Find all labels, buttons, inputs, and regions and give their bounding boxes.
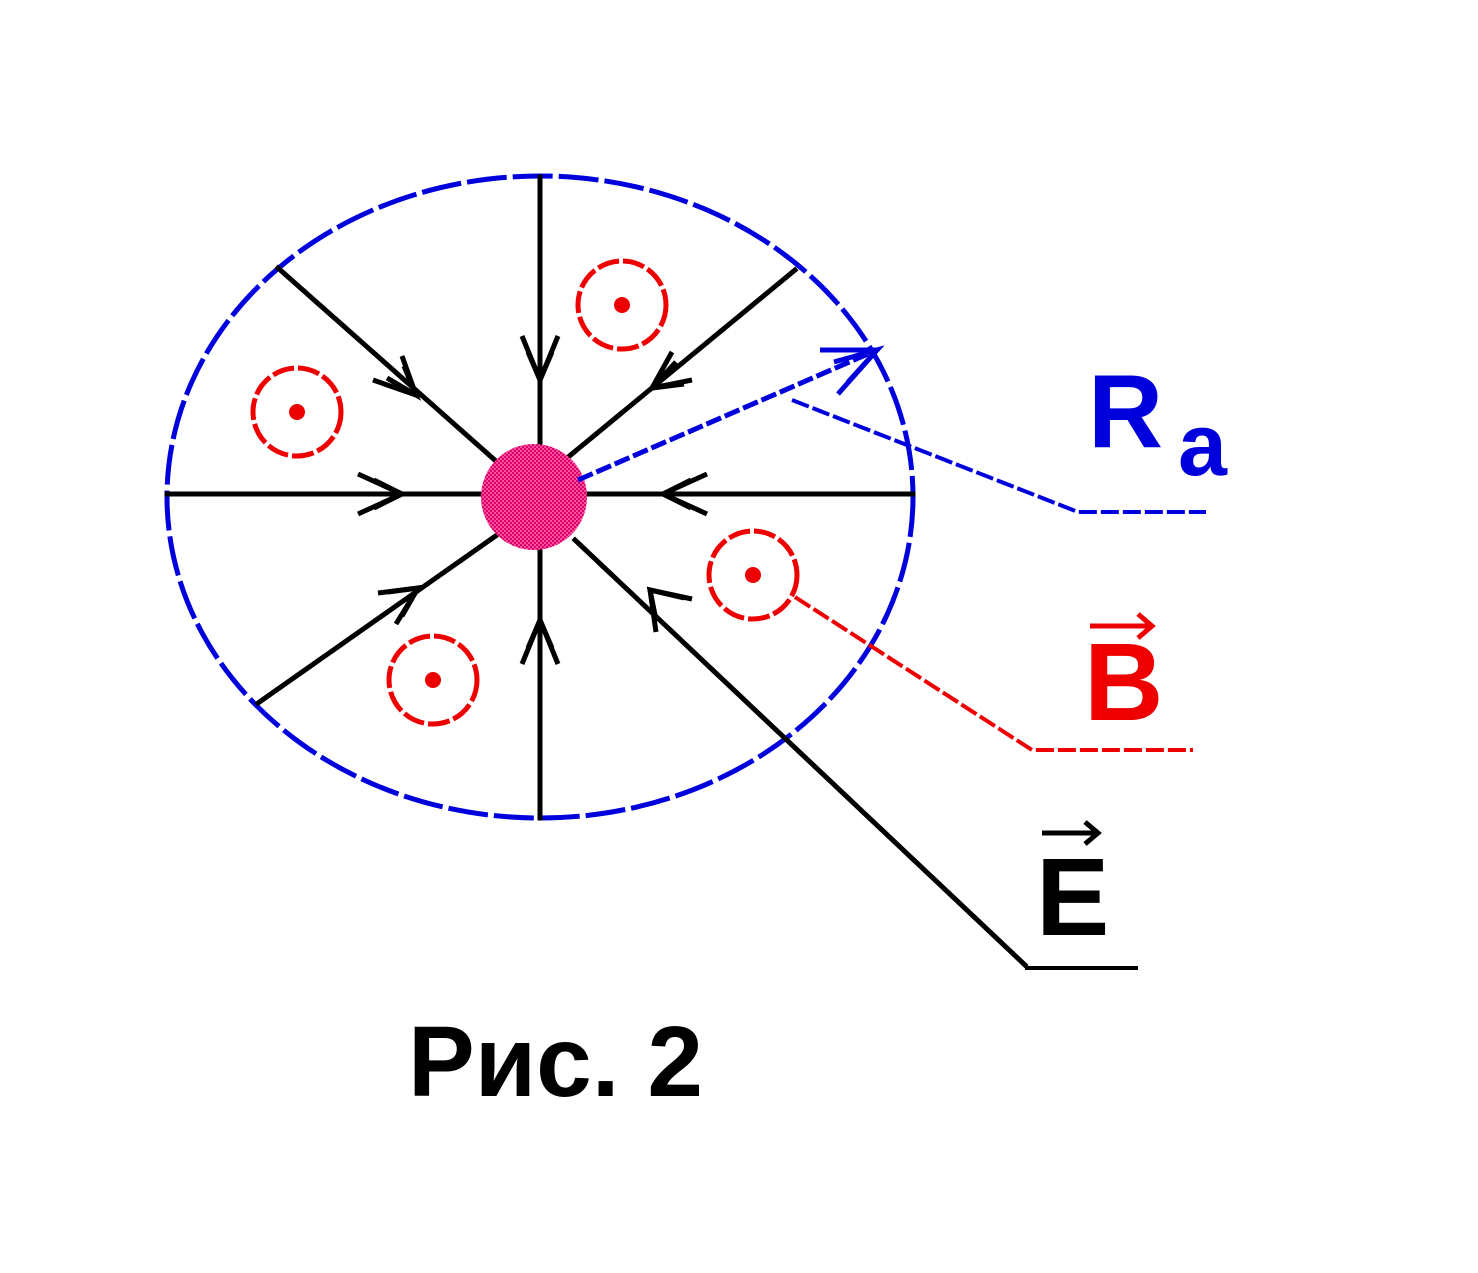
b-leader — [793, 595, 1193, 752]
b-vector-arrow-icon — [1090, 612, 1156, 640]
figure-caption: Рис. 2 — [408, 1006, 703, 1118]
b-marker-4 — [386, 633, 480, 727]
e-label-text: E — [1036, 836, 1109, 959]
arrow-lower-right — [646, 586, 693, 633]
b-label-text: B — [1084, 621, 1163, 744]
arrow-top — [519, 335, 561, 387]
electric-field-lines — [164, 174, 1029, 969]
radius-leader — [791, 398, 1206, 514]
b-marker-3 — [706, 528, 800, 622]
radius-vector — [577, 345, 885, 483]
magnetic-field-label: B — [1084, 612, 1163, 744]
field-line-lower-left — [254, 531, 501, 707]
arrow-upper-left — [372, 355, 422, 401]
radius-label: R a — [1088, 354, 1228, 494]
b-marker-2 — [250, 365, 344, 459]
b-marker-1 — [575, 258, 669, 352]
field-line-upper-right — [563, 266, 799, 462]
radius-label-subscript: a — [1178, 395, 1228, 494]
electric-field-arrows — [356, 335, 709, 665]
e-vector-arrow-icon — [1042, 820, 1102, 846]
arrow-upper-right — [645, 350, 693, 392]
arrow-lower-left — [377, 584, 423, 626]
radius-label-r: R — [1088, 354, 1163, 470]
arrow-right — [656, 471, 709, 517]
electric-field-label: E — [1036, 820, 1109, 959]
magnetic-field-markers — [250, 258, 800, 727]
field-line-lower-right — [571, 536, 1029, 969]
arrow-bottom — [519, 613, 561, 665]
arrow-left — [356, 471, 409, 517]
central-charge — [481, 444, 587, 550]
field-line-upper-left — [274, 264, 501, 466]
